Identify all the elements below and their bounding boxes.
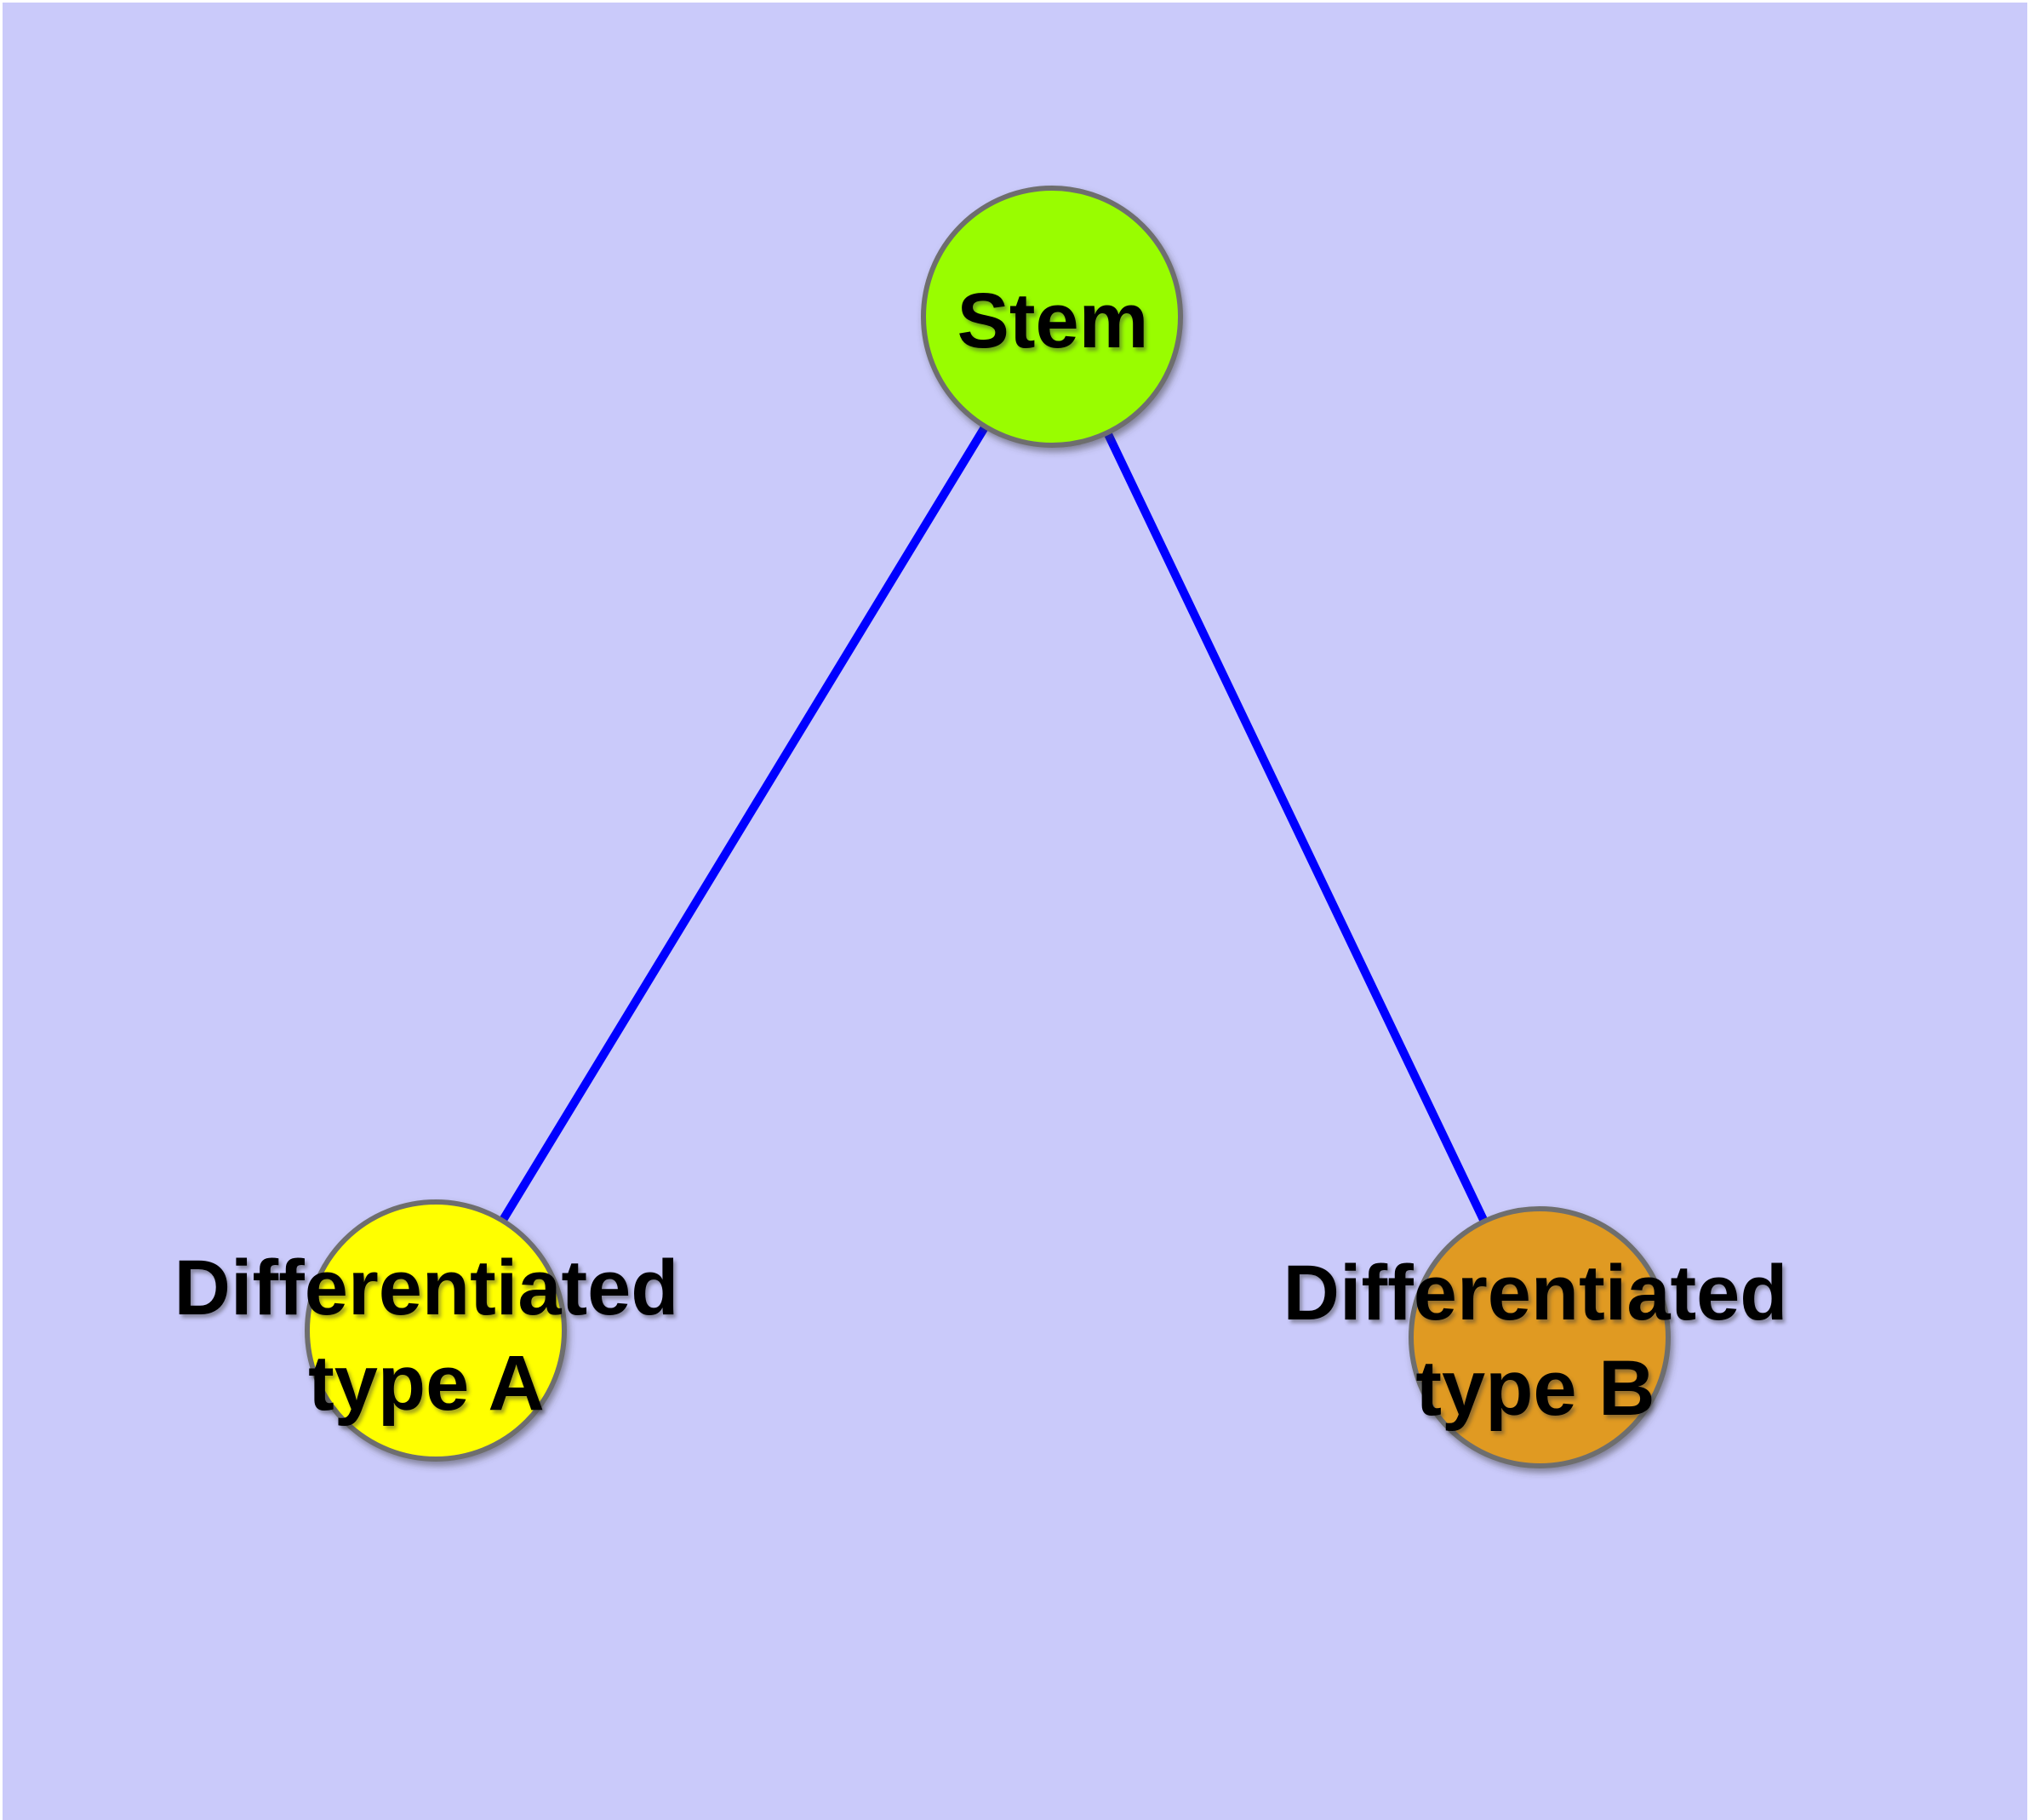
edge-stem-diff-a [432, 314, 1056, 1333]
node-diff-a[interactable] [305, 1199, 567, 1462]
edge-stem-diff-b [1048, 314, 1544, 1340]
node-stem[interactable] [921, 186, 1183, 448]
node-diff-b[interactable] [1409, 1206, 1671, 1468]
